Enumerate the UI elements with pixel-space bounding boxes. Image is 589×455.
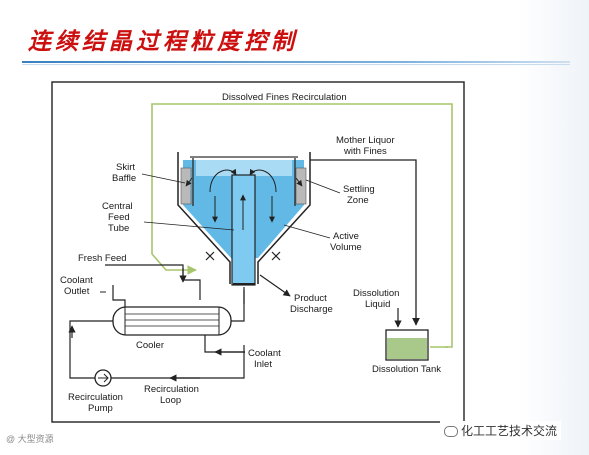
label-active-2: Volume [330, 242, 362, 253]
label-recirc-pump-1: Recirculation [68, 392, 123, 403]
flow-arrow-left-loop [209, 168, 237, 193]
mother-liquor-line [310, 159, 420, 326]
wechat-icon [444, 426, 458, 438]
label-recirc-pump-2: Pump [88, 403, 113, 414]
label-settling-2: Zone [347, 195, 369, 206]
recirculation-loop-bottom [111, 345, 245, 379]
coolant-outlet-line [112, 285, 126, 307]
valve-right [271, 251, 281, 261]
watermark-right: 化工工艺技术交流 [440, 421, 562, 440]
label-coolant-outlet-2: Outlet [64, 286, 90, 297]
recirculation-loop-left [69, 320, 113, 379]
label-central-2: Feed [108, 212, 130, 223]
label-mother-liquor-2: with Fines [343, 146, 387, 157]
cooler-to-vessel-line [231, 290, 245, 322]
pump-icon [98, 373, 109, 383]
label-skirt-2: Baffle [112, 173, 136, 184]
label-fresh-feed: Fresh Feed [78, 253, 127, 264]
dissolution-tank-liquid [387, 338, 427, 359]
label-coolant-inlet-2: Inlet [254, 359, 272, 370]
flow-arrow-settle-right [295, 177, 303, 187]
title-rule-thin [22, 64, 570, 65]
valve-left [205, 251, 215, 261]
label-central-3: Tube [108, 223, 129, 234]
label-mother-liquor-1: Mother Liquor [336, 135, 395, 146]
leader-active [283, 224, 331, 239]
label-coolant-inlet-1: Coolant [248, 348, 281, 359]
clear-liquor-top [196, 160, 292, 176]
skirt-baffle [192, 158, 296, 206]
settling-zone-right [295, 167, 307, 205]
watermark-left: @ 大型资源 [6, 434, 54, 444]
watermark-right-text: 化工工艺技术交流 [461, 424, 558, 438]
label-dissolution-liquid-2: Liquid [365, 299, 390, 310]
label-coolant-outlet-1: Coolant [60, 275, 93, 286]
flow-arrow-settle-left [185, 177, 193, 187]
label-active-1: Active [333, 231, 359, 242]
label-dissolution-tank: Dissolution Tank [372, 364, 441, 375]
leader-central [143, 221, 235, 231]
label-settling-1: Settling [343, 184, 375, 195]
fines-recirculation-line [151, 103, 453, 348]
title-rule [22, 61, 570, 63]
label-cooler: Cooler [136, 340, 164, 351]
leader-skirt [141, 173, 186, 184]
label-skirt-1: Skirt [116, 162, 135, 173]
label-recirc-loop-2: Loop [160, 395, 181, 406]
label-product-2: Discharge [290, 304, 333, 315]
flow-arrow-right-loop [249, 168, 277, 193]
leader-settling [305, 179, 341, 194]
cooler [112, 306, 232, 336]
vessel-wall [177, 152, 311, 284]
label-recirc-loop-1: Recirculation [144, 384, 199, 395]
label-dissolved-fines: Dissolved Fines Recirculation [222, 92, 347, 103]
label-dissolution-liquid-1: Dissolution [353, 288, 399, 299]
label-central-1: Central [102, 201, 133, 212]
slide-title: 连续结晶过程粒度控制 [28, 28, 298, 55]
label-product-1: Product [294, 293, 327, 304]
product-discharge-arrow [259, 274, 291, 297]
